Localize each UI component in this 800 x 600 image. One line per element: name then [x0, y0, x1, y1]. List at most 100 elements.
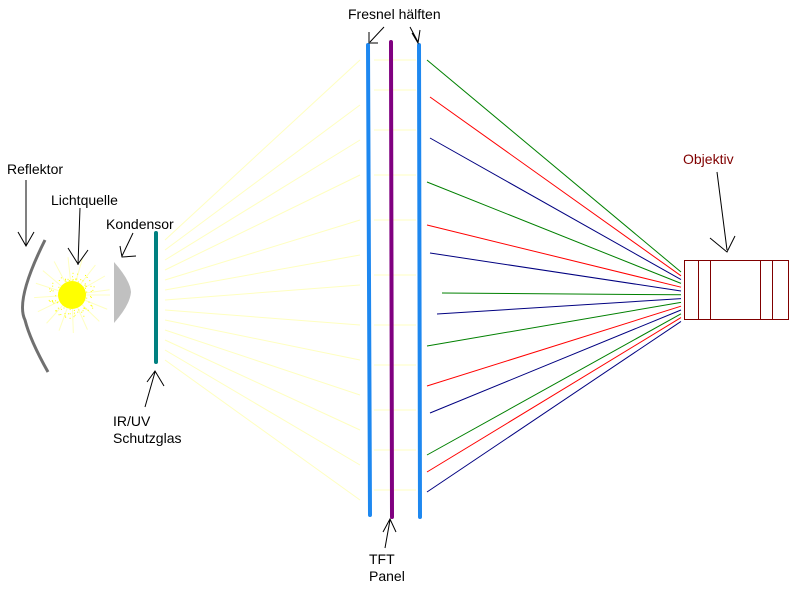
light-speck: [70, 303, 72, 305]
light-speck: [75, 295, 77, 297]
source-ray: [67, 257, 72, 282]
light-speck: [81, 300, 83, 302]
light-speck: [82, 295, 84, 297]
light-speck: [72, 302, 74, 304]
light-speck: [93, 286, 95, 288]
light-speck: [82, 310, 84, 312]
light-speck: [74, 314, 76, 316]
light-speck: [76, 297, 78, 299]
light-speck: [70, 291, 72, 293]
arrow-fresnel-left: [368, 26, 385, 44]
light-speck: [59, 290, 61, 292]
light-speck: [52, 285, 54, 287]
light-speck: [70, 293, 72, 295]
light-speck: [59, 298, 61, 300]
fresnel-half-left: [366, 43, 372, 517]
light-speck: [55, 310, 57, 312]
source-ray: [84, 299, 108, 310]
light-speck: [66, 287, 68, 289]
light-speck: [50, 289, 52, 291]
tft-panel: [389, 40, 394, 519]
light-speck: [61, 294, 63, 296]
light-ray: [164, 349, 361, 466]
light-speck: [85, 292, 87, 294]
light-speck: [77, 273, 79, 275]
light-speck: [82, 286, 84, 288]
colored-ray: [429, 309, 682, 414]
label-kondensor: Kondensor: [106, 216, 174, 232]
light-ray: [164, 139, 361, 261]
light-ray: [164, 329, 361, 396]
fresnel-half-right: [417, 43, 422, 519]
light-speck: [81, 297, 83, 299]
light-speck: [70, 298, 72, 300]
light-speck: [60, 277, 62, 279]
arrow-reflektor: [17, 180, 35, 248]
light-speck: [68, 289, 70, 291]
light-speck: [85, 287, 87, 289]
light-speck: [71, 300, 73, 302]
light-speck: [74, 301, 76, 303]
light-speck: [59, 298, 61, 300]
light-speck: [59, 292, 61, 294]
light-speck: [83, 291, 85, 293]
source-ray: [46, 305, 64, 324]
light-speck: [75, 285, 77, 287]
light-speck: [80, 301, 82, 303]
reflector: [21, 239, 50, 373]
light-speck: [72, 279, 74, 281]
light-speck: [75, 299, 77, 301]
arrow-tft: [382, 517, 397, 549]
light-speck: [67, 313, 69, 315]
light-speck: [66, 296, 68, 298]
light-speck: [83, 307, 85, 309]
light-speck: [69, 317, 71, 319]
light-speck: [73, 312, 75, 314]
light-speck: [81, 311, 83, 313]
light-speck: [60, 314, 62, 316]
source-ray: [75, 258, 83, 282]
colored-ray: [426, 301, 682, 347]
light-speck: [79, 295, 81, 297]
light-speck: [58, 295, 60, 297]
light-speck: [73, 292, 75, 294]
light-speck: [77, 291, 79, 293]
light-speck: [67, 301, 69, 303]
light-speck: [64, 289, 66, 291]
light-speck: [86, 297, 88, 299]
light-speck: [75, 278, 77, 280]
source-ray: [58, 307, 68, 331]
light-speck: [78, 301, 80, 303]
light-speck: [72, 291, 74, 293]
light-speck: [92, 307, 94, 309]
light-speck: [62, 289, 64, 291]
source-ray: [71, 308, 74, 333]
light-speck: [48, 299, 50, 301]
light-speck: [74, 304, 76, 306]
light-speck: [52, 301, 54, 303]
light-speck: [70, 293, 72, 295]
light-speck: [82, 280, 84, 282]
colored-ray: [426, 181, 682, 284]
light-speck: [60, 301, 62, 303]
light-speck: [87, 309, 89, 311]
light-speck: [90, 304, 92, 306]
light-speck: [56, 302, 58, 304]
colored-ray: [429, 252, 682, 292]
source-ray: [42, 270, 62, 287]
light-speck: [64, 315, 66, 317]
light-speck: [79, 300, 81, 302]
light-speck: [81, 297, 83, 299]
light-speck: [64, 313, 66, 315]
light-speck: [49, 288, 51, 290]
light-speck: [66, 295, 68, 297]
light-speck: [79, 292, 81, 294]
source-ray: [53, 261, 66, 283]
light-speck: [84, 307, 86, 309]
light-speck: [90, 296, 92, 298]
light-speck: [76, 298, 78, 300]
light-speck: [49, 300, 51, 302]
light-speck: [63, 307, 65, 309]
light-speck: [71, 291, 73, 293]
